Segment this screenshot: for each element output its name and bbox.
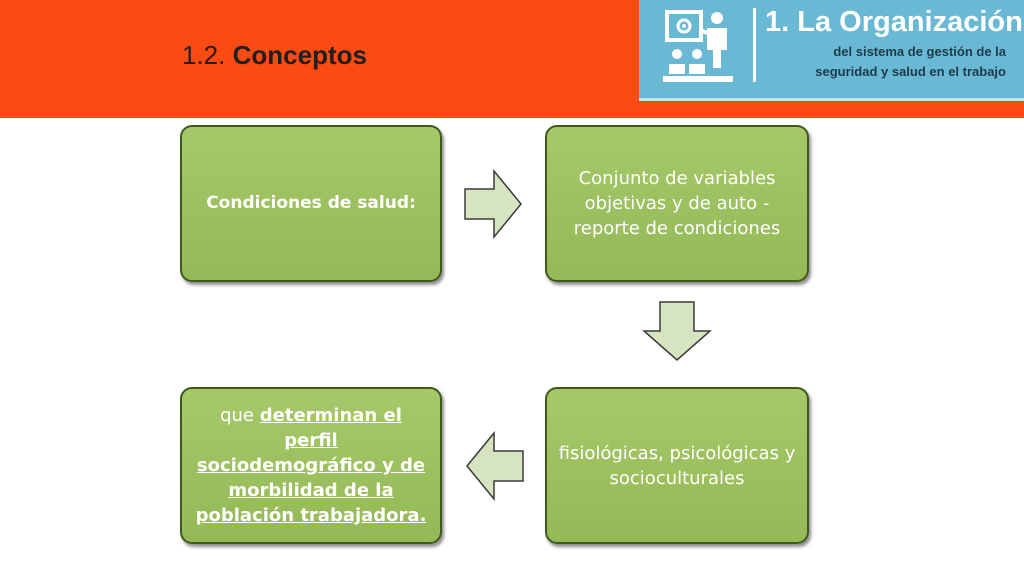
box-text-prefix: que — [220, 405, 255, 426]
banner-divider — [753, 8, 756, 82]
diagram-box-variables: Conjunto de variables objetivas y de aut… — [545, 125, 809, 282]
banner-subtitle-line2: seguridad y salud en el trabajo — [815, 64, 1006, 79]
section-number: 1.2. — [182, 40, 226, 70]
down-arrow-icon — [642, 301, 712, 361]
right-arrow-icon — [464, 168, 522, 240]
box-text-emphasis: determinan el perfil sociodemográfico y … — [195, 405, 427, 526]
presentation-teacher-icon — [663, 10, 733, 82]
left-arrow-icon — [466, 430, 524, 502]
diagram-box-health-conditions: Condiciones de salud: — [180, 125, 442, 282]
diagram-box-physiological: fisiológicas, psicológicas y sociocultur… — [545, 387, 809, 544]
box-text: Conjunto de variables objetivas y de aut… — [573, 168, 781, 239]
diagram-box-profile: que determinan el perfil sociodemográfic… — [180, 387, 442, 544]
box-text: Condiciones de salud: — [206, 193, 416, 213]
page-title: 1.2. Conceptos — [182, 40, 367, 71]
section-title: Conceptos — [232, 40, 367, 70]
banner-title: 1. La Organización — [765, 6, 1023, 38]
banner-subtitle-line1: del sistema de gestión de la — [833, 44, 1006, 59]
box-text: que determinan el perfil sociodemográfic… — [192, 403, 430, 528]
course-banner: 1. La Organización del sistema de gestió… — [639, 0, 1024, 101]
box-text: fisiológicas, psicológicas y sociocultur… — [558, 442, 796, 489]
